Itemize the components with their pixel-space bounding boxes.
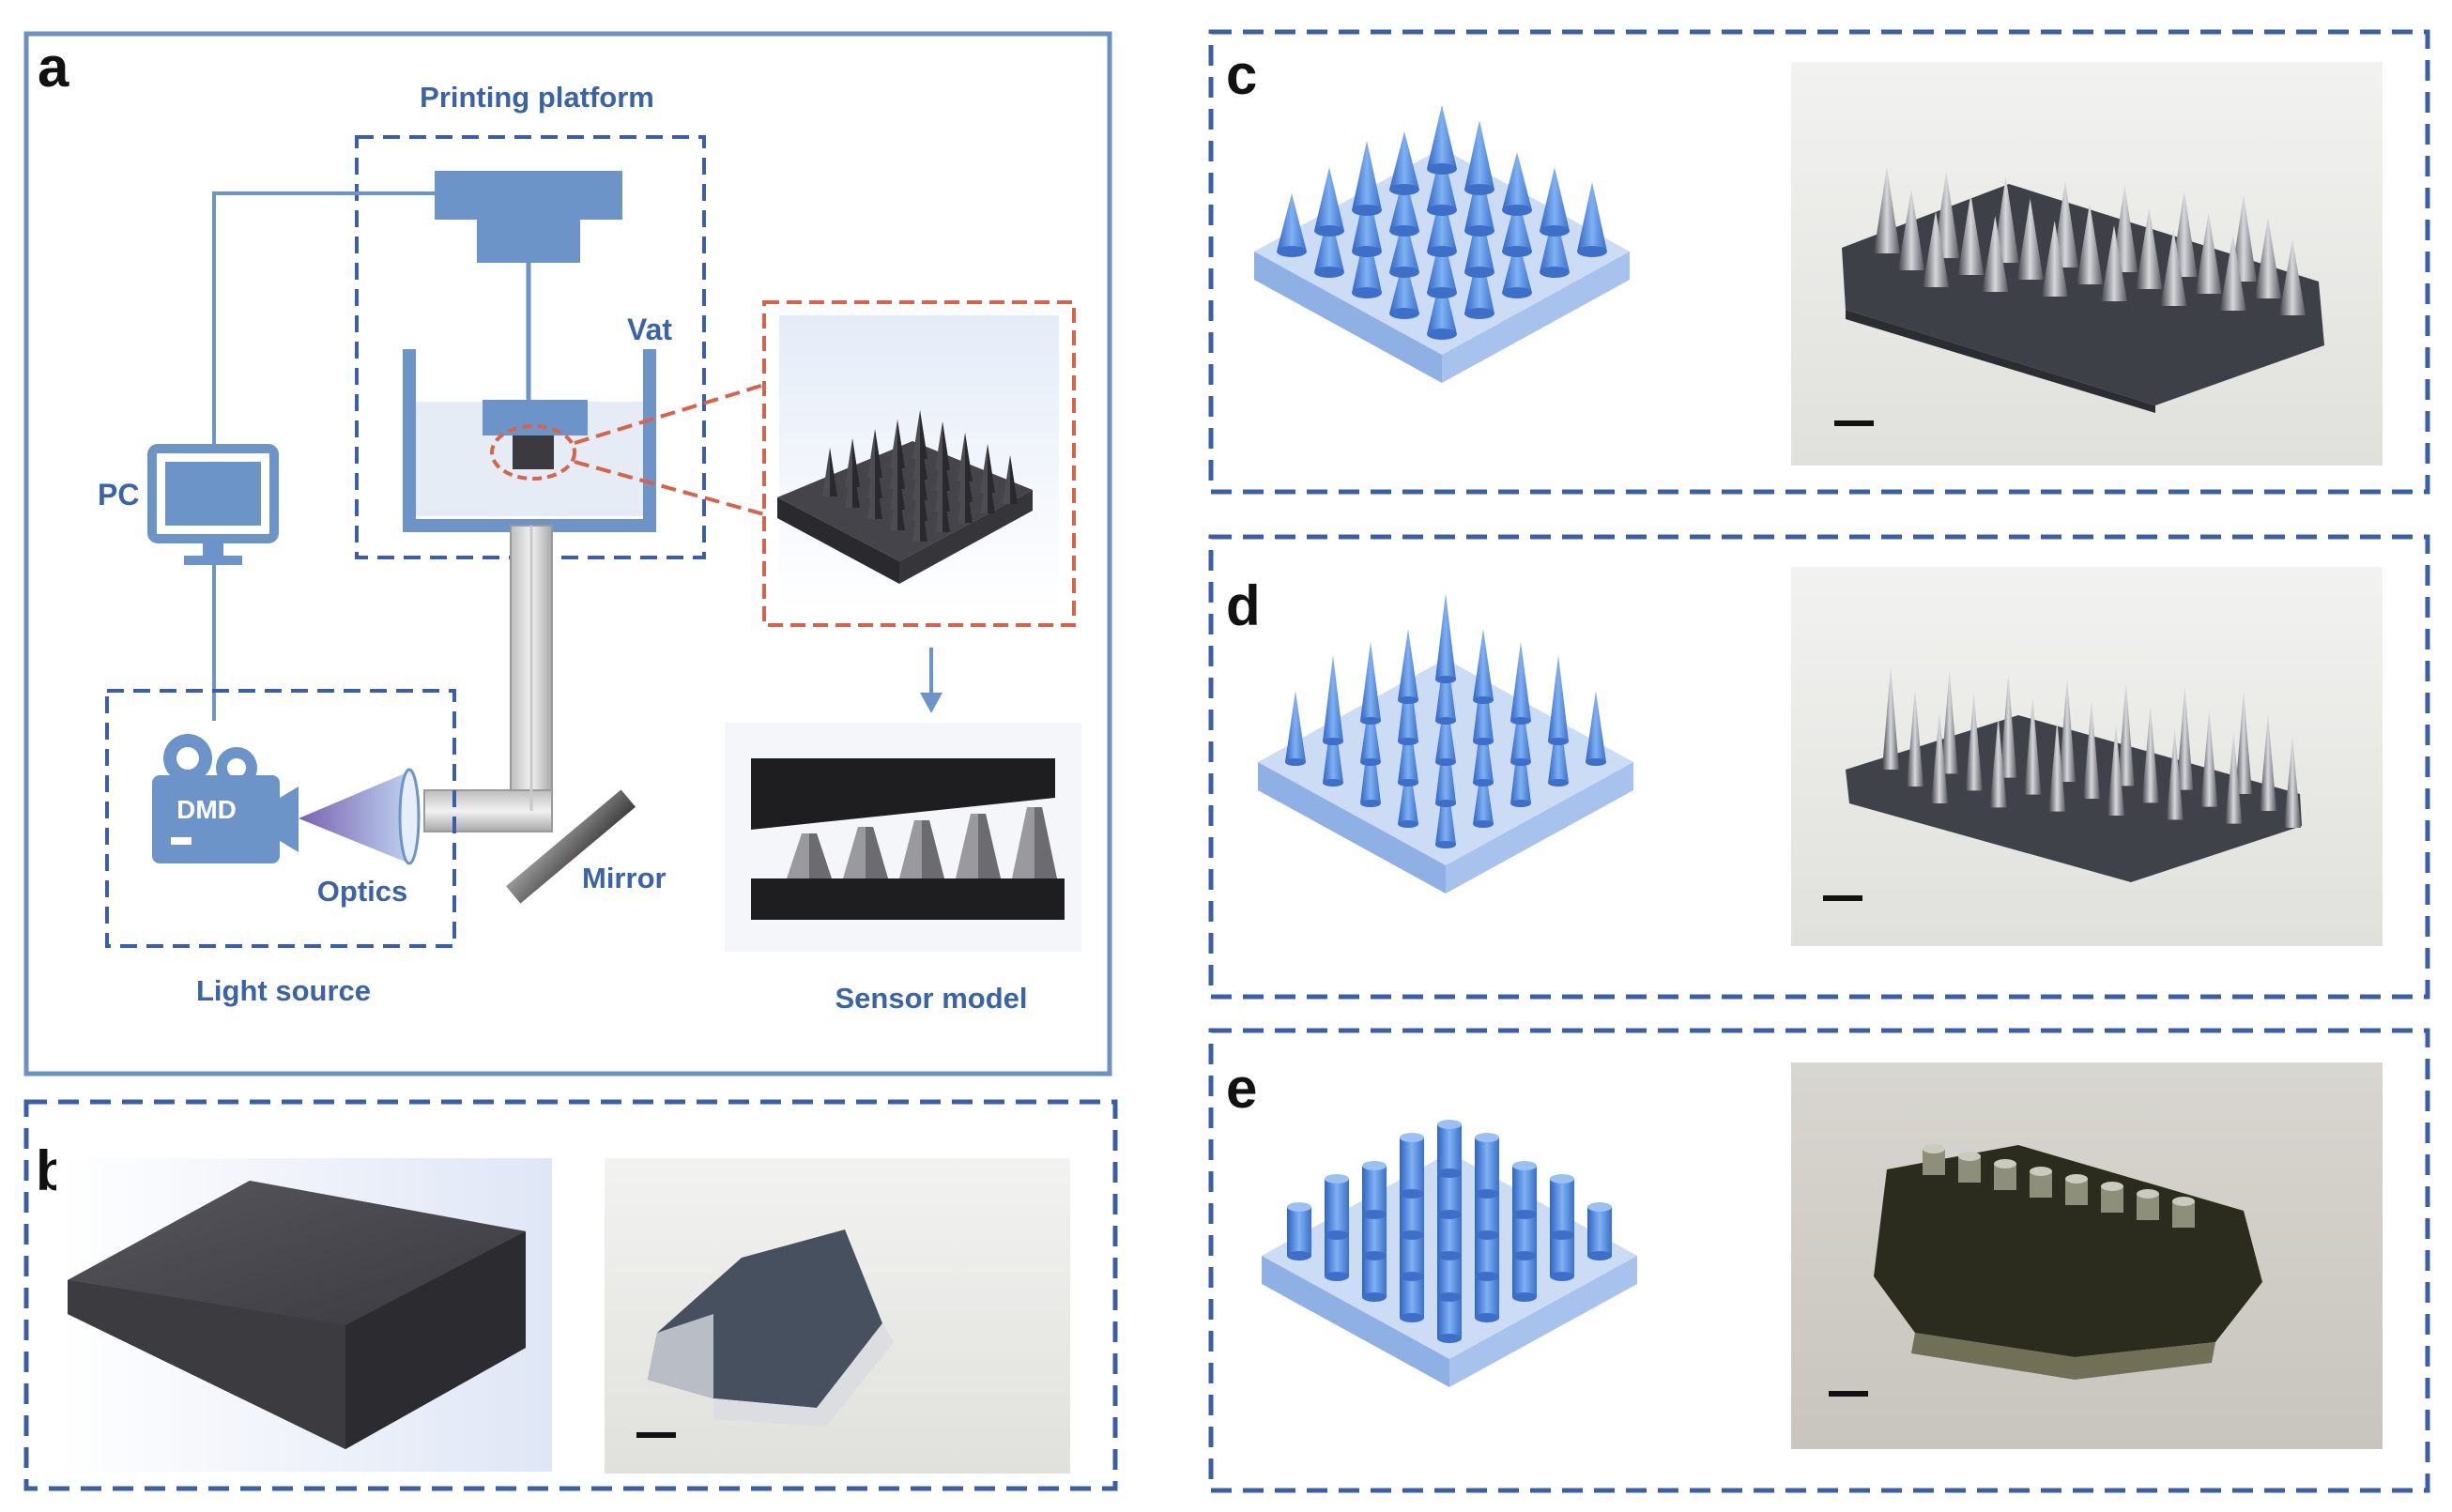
zoom-ellipse	[490, 424, 576, 481]
panel-b: b	[23, 1099, 1118, 1491]
panel-a-frame	[23, 31, 1112, 1077]
sensor-model-label: Sensor model	[835, 982, 1028, 1015]
printing-platform-box	[355, 135, 706, 559]
printed-part	[513, 435, 554, 469]
panel-e-label: e	[1226, 1057, 1257, 1120]
light-source-label: Light source	[196, 974, 371, 1007]
light-source-box	[105, 689, 456, 948]
down-arrow-icon	[920, 648, 942, 713]
photo-c	[1791, 62, 2383, 466]
dmd-camera-icon	[152, 734, 299, 863]
platform-head-bottom	[477, 220, 580, 263]
panel-e: e	[1208, 1028, 2430, 1493]
zoom-line-bottom	[574, 460, 765, 516]
printing-platform-label: Printing platform	[420, 81, 654, 114]
mirror	[506, 789, 636, 904]
photo-b	[605, 1158, 1070, 1474]
optics-label: Optics	[317, 875, 407, 908]
scale-bar-e	[1829, 1391, 1868, 1397]
platform-head-top	[435, 171, 622, 220]
vat-label: Vat	[627, 313, 672, 346]
photo-e	[1791, 1062, 2383, 1449]
panel-c-frame	[1208, 29, 2430, 495]
render-e	[1262, 1120, 1637, 1387]
pc-platform-cable	[212, 191, 435, 449]
light-pipe-horizontal	[423, 789, 553, 832]
render-d	[1258, 593, 1633, 893]
sensor-zoom-box	[762, 300, 1076, 627]
dmd-label: DMD	[176, 795, 237, 824]
sensor-model-render	[725, 723, 1081, 952]
panel-a-label: a	[38, 36, 69, 99]
panel-c: c	[1208, 29, 2430, 495]
panel-b-frame	[23, 1099, 1118, 1491]
panel-d: d	[1208, 534, 2430, 1000]
panel-d-frame	[1208, 534, 2430, 1000]
panel-d-label: d	[1226, 574, 1261, 637]
zoom-line-top	[574, 383, 765, 445]
scale-bar-d	[1823, 895, 1862, 901]
panel-c-label: c	[1226, 43, 1257, 106]
render-c	[1254, 105, 1630, 383]
build-plate	[483, 400, 588, 435]
optics-lens	[398, 768, 421, 865]
scale-bar-b	[636, 1432, 676, 1438]
sensor-array-render	[777, 315, 1059, 612]
optics-beam	[299, 771, 409, 863]
pc-monitor-icon	[147, 444, 279, 565]
panel-e-frame	[1208, 1028, 2430, 1493]
photo-d	[1791, 567, 2383, 946]
cad-block-render	[56, 1158, 552, 1472]
scale-bar-c	[1834, 420, 1874, 426]
panel-a: a Printing platform Vat PC	[23, 31, 1112, 1077]
pc-label: PC	[98, 478, 139, 512]
mirror-label: Mirror	[582, 862, 667, 894]
